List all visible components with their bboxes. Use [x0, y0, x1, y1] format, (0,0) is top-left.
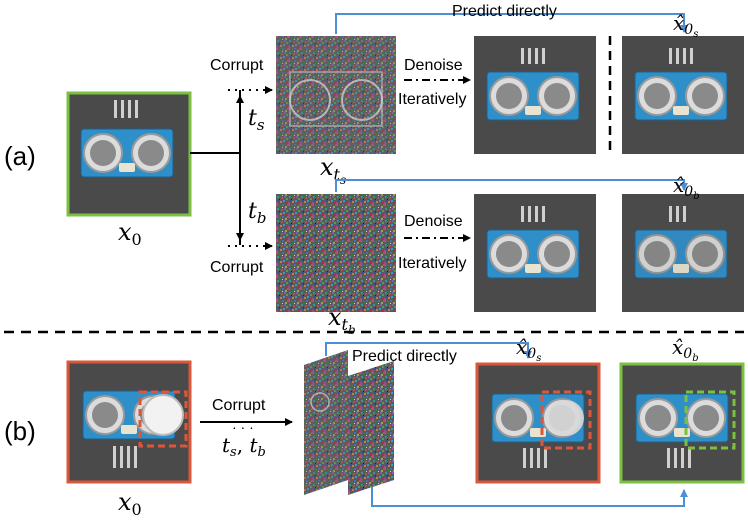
tb-label: tb	[248, 199, 266, 227]
corrupt-bottom-label: Corrupt	[210, 259, 264, 276]
iterative-result-bottom	[474, 194, 596, 312]
xtb-label: xtb	[328, 303, 356, 337]
noisy-stack-b	[304, 350, 394, 495]
output-image-x0b-b	[619, 362, 745, 484]
panel-b-label: (b)	[4, 416, 36, 446]
x0-label: x0	[118, 218, 142, 249]
predict-directly-arrow-b-top	[325, 342, 532, 359]
denoise-top-label: Denoise	[404, 57, 463, 74]
predict-directly-top-arrow	[335, 13, 688, 34]
x0s-hat-label-b: x̂0s	[516, 335, 541, 364]
x0s-hat-label-a: x̂0s	[673, 11, 698, 40]
predict-directly-arrow-b-bottom	[371, 487, 688, 507]
noisy-image-xtb	[276, 194, 396, 312]
xts-label: xts	[320, 153, 346, 187]
x0b-hat-label-b: x̂0b	[672, 335, 699, 364]
panel-a-label: (a)	[4, 141, 36, 171]
iteratively-top-label: Iteratively	[398, 91, 466, 108]
direct-result-bottom	[622, 194, 744, 312]
predict-directly-label-b: Predict directly	[352, 348, 457, 365]
t-label-b: ts, tb	[222, 433, 266, 460]
branch-lines	[190, 90, 241, 245]
input-image-x0-b	[66, 360, 192, 484]
output-image-x0s-b	[475, 362, 601, 484]
noisy-image-xts	[276, 36, 396, 154]
x0b-hat-label-a: x̂0b	[673, 173, 700, 202]
direct-result-top	[622, 36, 744, 154]
predict-directly-bottom-arrow	[335, 179, 688, 192]
iterative-result-top	[474, 36, 596, 154]
denoise-bottom-label: Denoise	[404, 213, 463, 230]
iteratively-bottom-label: Iteratively	[398, 255, 466, 272]
x0-label-b: x0	[118, 488, 142, 519]
dots-b: · · ·	[232, 419, 254, 435]
input-image-x0	[66, 91, 192, 217]
ts-label: ts	[248, 106, 265, 134]
predict-directly-top-label: Predict directly	[452, 3, 557, 20]
corrupt-label-b: Corrupt	[212, 397, 266, 414]
corrupt-top-label: Corrupt	[210, 57, 264, 74]
